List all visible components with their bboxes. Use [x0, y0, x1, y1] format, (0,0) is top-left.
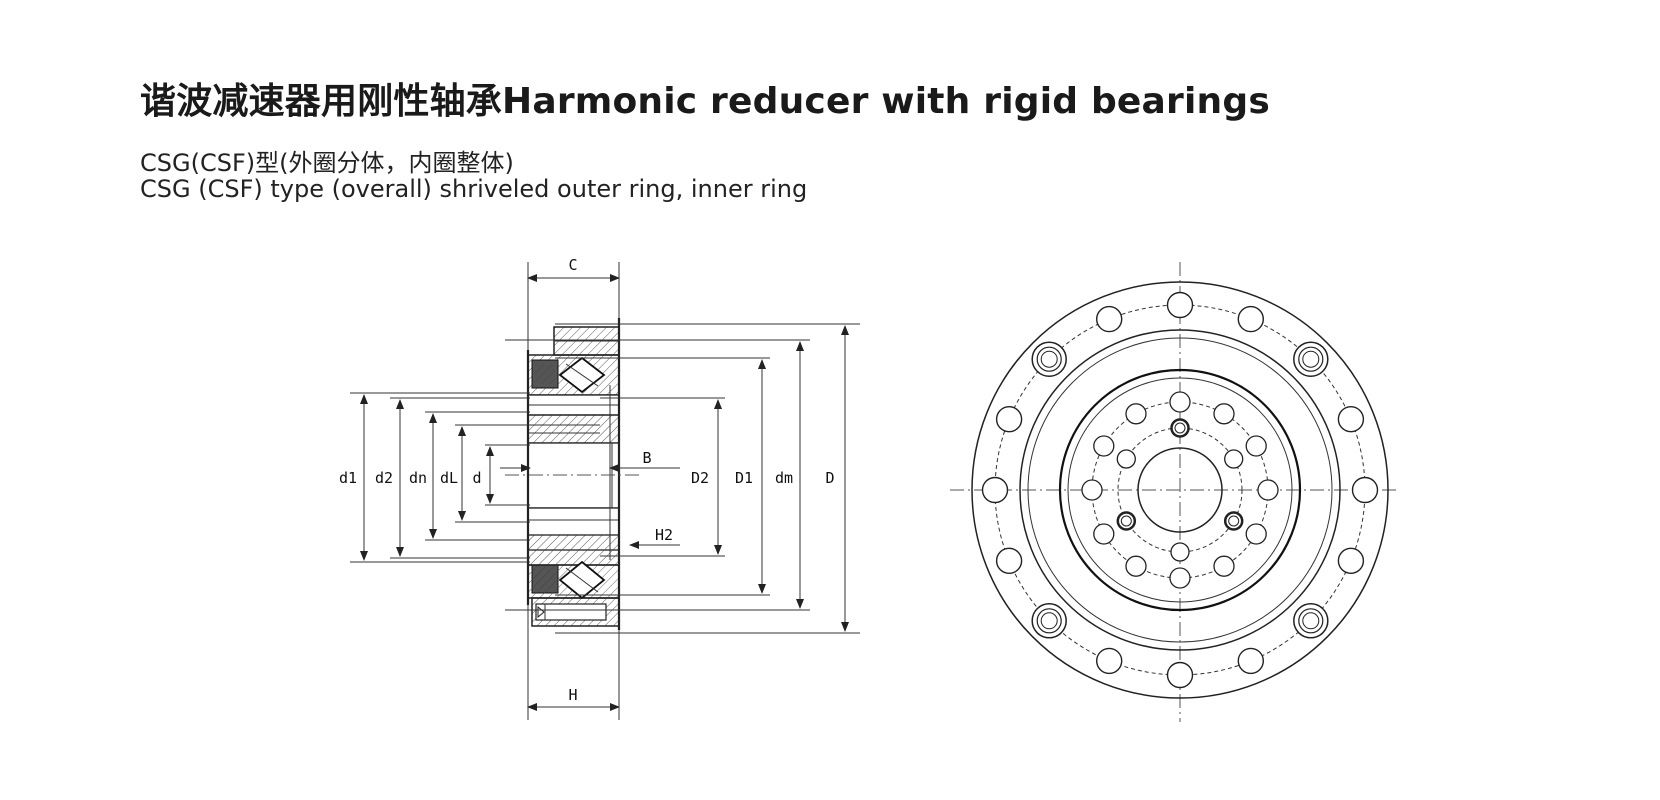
inner-hole	[1125, 403, 1147, 425]
mounting-hole	[1237, 305, 1265, 333]
inner-small-hole	[1170, 542, 1190, 562]
mounting-hole	[1166, 661, 1194, 689]
pin-hole-core	[1120, 515, 1132, 527]
mounting-hole	[995, 406, 1023, 433]
pin-hole-core	[1228, 515, 1240, 527]
mounting-hole	[1351, 476, 1379, 504]
center-bore	[1137, 447, 1223, 533]
inner-hole	[1125, 555, 1147, 577]
dim-label-D2: D2	[691, 469, 709, 487]
tapped-hole-core	[1302, 350, 1320, 368]
tapped-hole-core	[1040, 612, 1058, 630]
section-view: C H d1 d2 dn dL d B H2 D2 D1 dm D	[339, 256, 860, 720]
mounting-hole	[1337, 406, 1365, 433]
inner-ring-edge	[1058, 368, 1302, 612]
pin-hole-core	[1174, 422, 1186, 434]
page-title: 谐波减速器用刚性轴承Harmonic reducer with rigid be…	[140, 81, 1270, 122]
mounting-hole	[1337, 547, 1365, 574]
seal-ring	[1027, 337, 1333, 643]
section-body	[526, 318, 621, 630]
dim-label-dL: dL	[440, 469, 458, 487]
mounting-hole	[981, 476, 1009, 504]
inner-hole	[1245, 435, 1267, 457]
inner-hole	[1093, 435, 1115, 457]
dim-label-dn: dn	[409, 469, 427, 487]
mounting-hole	[1166, 291, 1194, 319]
mounting-hole	[1237, 647, 1265, 675]
dimension-lines	[360, 274, 849, 711]
inner-pin-circle	[1117, 427, 1243, 553]
mounting-hole	[1095, 647, 1123, 675]
outer-mounting-holes	[981, 291, 1379, 689]
dim-label-H2: H2	[655, 526, 673, 544]
inner-small-hole	[1224, 449, 1244, 469]
subtitle-chinese: CSG(CSF)型(外圈分体，内圈整体)	[140, 149, 514, 177]
dim-label-B: B	[642, 449, 651, 467]
outer-ring-inner-edge	[1019, 329, 1341, 651]
dim-label-H: H	[568, 686, 577, 704]
extension-lines	[350, 262, 860, 720]
inner-hole	[1213, 403, 1235, 425]
inner-ring-step	[1067, 377, 1293, 603]
dim-label-d1: d1	[339, 469, 357, 487]
inner-small-hole	[1116, 449, 1136, 469]
inner-pin-holes	[1116, 418, 1244, 562]
inner-hole	[1213, 555, 1235, 577]
inner-hole	[1245, 523, 1267, 545]
inner-mounting-holes	[1081, 391, 1279, 589]
dim-label-D: D	[825, 469, 834, 487]
inner-hole	[1081, 479, 1103, 501]
subtitle-english: CSG (CSF) type (overall) shriveled outer…	[140, 175, 808, 203]
front-view	[950, 262, 1400, 722]
dim-label-D1: D1	[735, 469, 753, 487]
dim-label-C: C	[568, 256, 577, 274]
dim-label-d: d	[472, 469, 481, 487]
inner-hole	[1169, 391, 1191, 413]
tapped-hole-core	[1302, 612, 1320, 630]
tapped-hole-core	[1040, 350, 1058, 368]
inner-hole	[1169, 567, 1191, 589]
outer-tapped-holes	[1031, 341, 1329, 639]
dim-label-d2: d2	[375, 469, 393, 487]
dim-label-dm: dm	[775, 469, 793, 487]
inner-hole	[1257, 479, 1279, 501]
mounting-hole	[995, 547, 1023, 574]
mounting-hole	[1095, 305, 1123, 333]
outer-ring-edge	[971, 281, 1389, 699]
inner-hole	[1093, 523, 1115, 545]
